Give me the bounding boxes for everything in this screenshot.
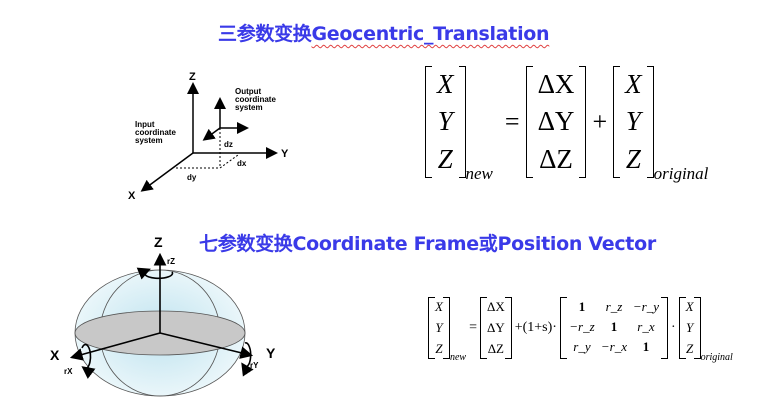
dy-label: dy xyxy=(187,173,197,182)
cell: Z xyxy=(435,340,443,356)
vector-delta: ΔX ΔY ΔZ xyxy=(525,66,587,178)
title-three-parameter: 三参数变换Geocentric_Translation xyxy=(218,19,550,46)
title-cn: 三参数变换 xyxy=(218,23,312,45)
axis-label-z: Z xyxy=(154,234,163,250)
cell: ΔX xyxy=(486,299,505,315)
cell: 1 xyxy=(578,299,586,314)
rotation-label-y: rY xyxy=(250,361,259,370)
cell: Z xyxy=(625,143,641,174)
plus-sign: + xyxy=(592,107,608,136)
dx-label: dx xyxy=(237,159,247,168)
cell: 1 xyxy=(642,339,650,354)
cell: Y xyxy=(435,319,443,335)
seven-parameter-globe: Z X Y rZ rX rY xyxy=(50,234,276,397)
output-label: Output xyxy=(235,87,262,96)
cell: −r_x xyxy=(600,339,627,354)
translation-diagram: Z Y X Input coordinate system Output coo… xyxy=(128,71,289,202)
subscript-original: original xyxy=(700,352,733,363)
axis-label-x: X xyxy=(50,347,60,363)
cell: ΔY xyxy=(486,319,505,335)
cell: Z xyxy=(685,340,694,356)
cell: 1 xyxy=(610,319,618,334)
axis-label-y: Y xyxy=(281,148,289,160)
scale-factor: +(1+s)· xyxy=(514,320,557,335)
subscript-new: new xyxy=(449,352,467,363)
vector-delta: ΔX ΔY ΔZ xyxy=(479,297,512,359)
dz-label: dz xyxy=(224,140,233,149)
axis-label-x: X xyxy=(128,190,136,202)
cell: ΔX xyxy=(537,69,575,100)
cell: Y xyxy=(437,106,453,137)
dot-operator: · xyxy=(670,320,676,335)
output-label: system xyxy=(235,103,263,112)
cell: Y xyxy=(685,319,694,335)
cell: −r_y xyxy=(632,299,659,314)
cell: −r_z xyxy=(569,319,595,334)
output-label: coordinate xyxy=(235,95,276,104)
cell: r_x xyxy=(637,319,655,334)
cell: ΔZ xyxy=(487,340,504,356)
cell: Y xyxy=(625,106,641,137)
cell: ΔZ xyxy=(539,143,573,174)
axis-label-y: Y xyxy=(266,345,276,361)
cell: Z xyxy=(437,143,453,174)
rotation-label-z: rZ xyxy=(167,257,175,266)
x-axis xyxy=(140,152,194,192)
cell: X xyxy=(437,69,454,100)
subscript-original: original xyxy=(653,164,709,183)
cell: X xyxy=(435,299,443,315)
cell: X xyxy=(625,69,642,100)
cell: r_y xyxy=(573,339,591,354)
subscript-new: new xyxy=(465,164,493,183)
cell: ΔY xyxy=(537,106,575,137)
title-en: Geocentric_Translation xyxy=(311,23,550,45)
title-seven-parameter: 七参数变换Coordinate Frame或Position Vector xyxy=(199,233,656,255)
rotation-matrix: 1 r_z −r_y −r_z 1 r_x r_y −r_x 1 xyxy=(559,297,668,359)
rotation-label-x: rX xyxy=(64,367,73,376)
cell: X xyxy=(685,299,694,315)
cell: r_z xyxy=(605,299,623,314)
equals-sign: = xyxy=(504,107,520,136)
input-label: system xyxy=(135,136,163,145)
input-label: coordinate xyxy=(135,128,176,137)
input-label: Input xyxy=(135,120,155,129)
equals-sign: = xyxy=(469,320,477,335)
axis-label-z: Z xyxy=(189,71,196,83)
